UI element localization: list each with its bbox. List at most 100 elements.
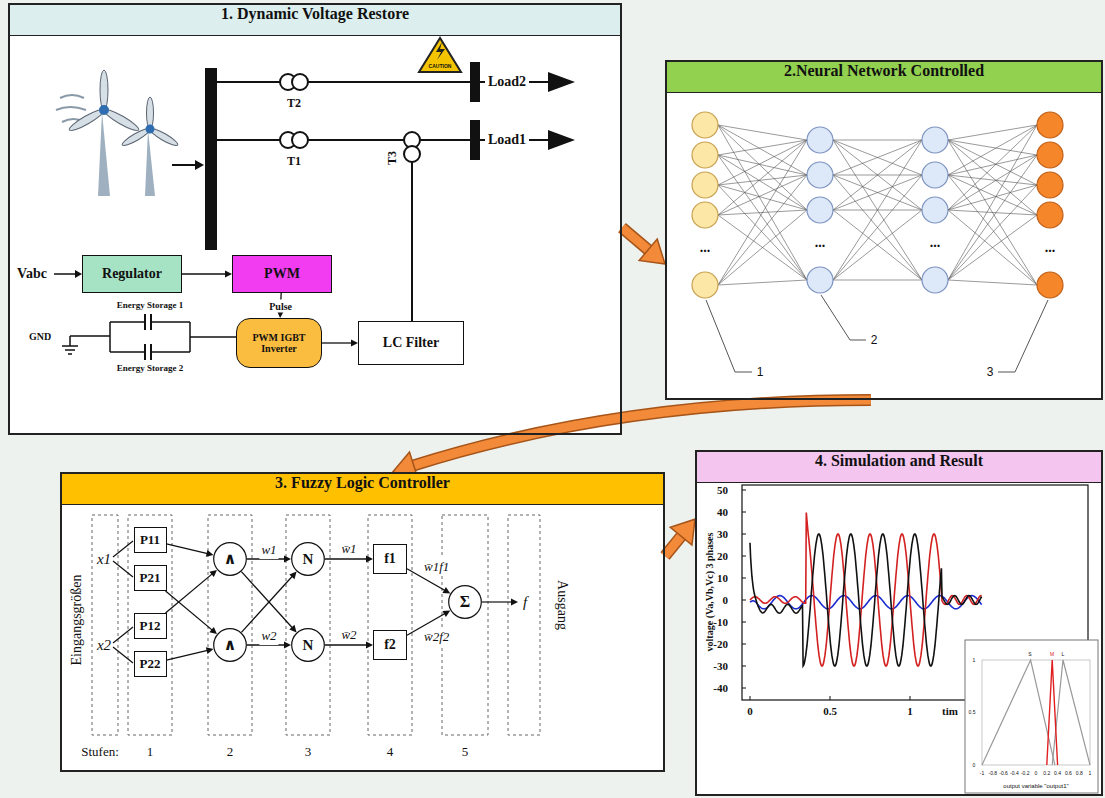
power-circuit [110, 351, 145, 353]
network-link [948, 140, 1037, 285]
box-text: P21 [140, 571, 161, 585]
diagram-label: 3 [305, 744, 312, 760]
connector-line [166, 573, 214, 613]
neuron-circle [1037, 172, 1063, 198]
diagram-label: -30 [713, 660, 728, 672]
diagram-label: Load2 [488, 74, 526, 90]
power-circuit [436, 42, 445, 60]
diagram-label: f [523, 594, 527, 611]
network-link [718, 210, 807, 285]
power-circuit [470, 120, 480, 160]
power-circuit [151, 351, 190, 353]
process-box: P21 [134, 565, 167, 591]
diagram-label: 0 [973, 762, 976, 768]
diagram-label: 40 [717, 506, 728, 518]
neuron-circle [692, 112, 718, 138]
arrow-head [366, 642, 373, 649]
fuzzy-stage-frame [368, 515, 412, 735]
process-box: f2 [373, 630, 407, 660]
process-box: P11 [134, 527, 167, 553]
fuzzy-signal-wire [113, 541, 518, 663]
power-circuit [150, 314, 152, 330]
connector-arrow [277, 293, 284, 318]
power-circuit [62, 345, 78, 347]
power-circuit [75, 270, 82, 278]
wind-turbine-icon [172, 164, 197, 166]
network-link [948, 155, 1037, 210]
fuzzy-stage-frame [208, 515, 252, 735]
neuron-circle [692, 272, 718, 298]
network-link [948, 125, 1037, 280]
arrow-head [206, 550, 214, 557]
network-link [718, 155, 807, 280]
connector-line [167, 650, 209, 660]
power-circuit [150, 344, 152, 360]
network-link [833, 140, 922, 210]
arrow-head [209, 570, 217, 577]
diagram-label: 0.4 [1054, 770, 1061, 776]
connector-arrow [241, 572, 296, 633]
network-link [833, 175, 922, 280]
neuron-circle [807, 127, 833, 153]
network-link [718, 155, 807, 210]
diagram-label: Eingangsgrößen [69, 575, 85, 666]
diagram-label: 1 [757, 365, 764, 379]
power-circuit [292, 74, 308, 90]
diagram-label: 1 [907, 705, 913, 717]
network-link [718, 155, 807, 175]
network-link [948, 215, 1037, 280]
diagram-label: 0 [1035, 770, 1038, 776]
network-link [718, 185, 807, 210]
operator-circle: ∧ [213, 628, 247, 662]
edge-label: w̄2f2 [422, 628, 451, 646]
network-link [833, 210, 922, 280]
connector-arrow [167, 647, 214, 660]
fuzzy-signal-wire [113, 561, 133, 577]
diagram-label: 1 [973, 657, 976, 663]
connector-line [241, 572, 293, 629]
network-link [948, 140, 1037, 155]
box-text: ∧ [224, 636, 237, 654]
diagram-label: 1 [1089, 770, 1092, 776]
neuron-circle [1037, 272, 1063, 298]
connector-arrow [407, 569, 450, 594]
panel-heading: 1. Dynamic Voltage Restore [10, 5, 620, 36]
diagram-label: Vabc [17, 266, 47, 282]
neuron-circle [1037, 142, 1063, 168]
voltage-trace [750, 534, 982, 666]
diagram-label: -0.6 [999, 770, 1008, 776]
diagram-label: 0 [723, 594, 729, 606]
wind-turbine-icon [147, 97, 154, 129]
process-box: P12 [134, 613, 167, 639]
connector-arrow [247, 556, 291, 563]
fuzzy-signal-wire [113, 541, 133, 557]
box-text: N [303, 637, 314, 654]
process-box: PWM IGBT Inverter [236, 318, 322, 368]
membership-inset [982, 660, 1090, 765]
diagram-label: -0.2 [1021, 770, 1030, 776]
network-link [833, 140, 922, 280]
diagram-label: Ausgang [554, 580, 570, 630]
network-link [718, 280, 807, 285]
diagram-label: 1 [147, 744, 154, 760]
box-text: LC Filter [383, 335, 439, 350]
network-link [948, 175, 1037, 185]
connector-arrow [241, 572, 296, 633]
power-circuit [292, 132, 308, 148]
network-link [718, 185, 807, 280]
voltage-trace [750, 513, 982, 666]
wind-turbine-icon [121, 97, 180, 148]
network-link [833, 175, 922, 280]
arrow-head [284, 556, 291, 563]
power-circuit [68, 353, 72, 355]
connector-arrow [325, 642, 373, 649]
circle-outline [292, 629, 325, 662]
power-circuit [404, 146, 420, 162]
edge-label: w̄1f1 [422, 558, 451, 576]
network-link [948, 155, 1037, 280]
network-link [718, 175, 807, 285]
diagram-label: 3 [987, 365, 994, 379]
connector-line [241, 575, 293, 632]
network-link [948, 175, 1037, 285]
box-text: P11 [140, 533, 160, 547]
